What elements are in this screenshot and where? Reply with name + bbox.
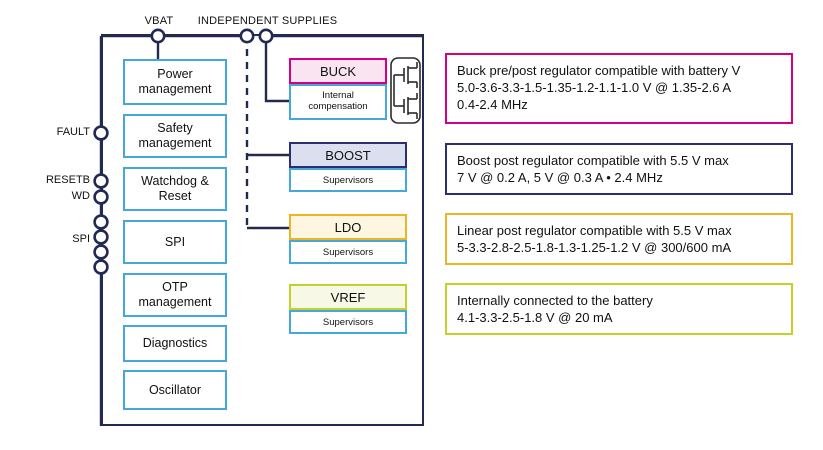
callout-buck: Buck pre/post regulator compatible with …	[445, 53, 793, 124]
regulator-vref-sub[interactable]: Supervisors	[289, 310, 407, 334]
regulator-vref-title: VREF	[330, 289, 366, 305]
block-power-management-line2: management	[138, 82, 212, 96]
callout-buck-line1: Buck pre/post regulator compatible with …	[457, 63, 741, 78]
regulator-buck-sub-line2: compensation	[308, 101, 368, 112]
block-oscillator-label: Oscillator	[148, 382, 202, 397]
regulator-buck-header[interactable]: BUCK	[289, 58, 387, 84]
callout-boost-line2: 7 V @ 0.2 A, 5 V @ 0.3 A • 2.4 MHz	[457, 170, 663, 186]
pin-label-spi: SPI	[72, 233, 90, 245]
regulator-ldo-sub[interactable]: Supervisors	[289, 240, 407, 264]
regulator-boost-sub[interactable]: Supervisors	[289, 168, 407, 192]
regulator-ldo-title: LDO	[334, 219, 362, 235]
block-power-management-line1: Power	[157, 67, 193, 82]
regulator-ldo-header[interactable]: LDO	[289, 214, 407, 240]
callout-buck-line3: 0.4-2.4 MHz	[457, 97, 528, 113]
block-diagnostics[interactable]: Diagnostics	[123, 325, 227, 362]
block-otp-management-line2: management	[138, 295, 212, 309]
callout-ldo: Linear post regulator compatible with 5.…	[445, 213, 793, 265]
block-watchdog-reset[interactable]: Watchdog & Reset	[123, 167, 227, 211]
callout-boost: Boost post regulator compatible with 5.5…	[445, 143, 793, 195]
regulator-buck-title: BUCK	[319, 63, 357, 79]
callout-buck-line2: 5.0-3.6-3.3-1.5-1.35-1.2-1.1-1.0 V @ 1.3…	[457, 80, 732, 96]
block-watchdog-reset-line2: Reset	[158, 189, 192, 203]
block-spi[interactable]: SPI	[123, 220, 227, 264]
block-safety-management-line1: Safety	[157, 121, 193, 136]
callout-ldo-line1: Linear post regulator compatible with 5.…	[457, 223, 732, 238]
block-safety-management-line2: management	[138, 136, 212, 150]
callout-vref-line2: 4.1-3.3-2.5-1.8 V @ 20 mA	[457, 310, 613, 326]
block-diagnostics-label: Diagnostics	[142, 336, 208, 351]
callout-vref-line1: Internally connected to the battery	[457, 293, 653, 308]
regulator-boost-header[interactable]: BOOST	[289, 142, 407, 168]
regulator-vref-header[interactable]: VREF	[289, 284, 407, 310]
callout-vref: Internally connected to the battery 4.1-…	[445, 283, 793, 335]
block-otp-management[interactable]: OTP management	[123, 273, 227, 317]
regulator-vref-sub-label: Supervisors	[322, 316, 374, 328]
top-label-vbat: VBAT	[144, 15, 174, 27]
callout-ldo-line2: 5-3.3-2.8-2.5-1.8-1.3-1.25-1.2 V @ 300/6…	[457, 240, 732, 256]
block-spi-label: SPI	[164, 234, 186, 249]
regulator-boost-sub-label: Supervisors	[322, 174, 374, 186]
regulator-boost-title: BOOST	[325, 147, 371, 163]
block-power-management[interactable]: Power management	[123, 59, 227, 105]
block-otp-management-line1: OTP	[162, 280, 188, 295]
callout-boost-line1: Boost post regulator compatible with 5.5…	[457, 153, 729, 168]
pin-label-fault: FAULT	[56, 126, 90, 138]
pin-label-wd: WD	[71, 190, 90, 202]
regulator-buck-sub-line1: Internal	[322, 90, 354, 102]
block-oscillator[interactable]: Oscillator	[123, 370, 227, 410]
block-safety-management[interactable]: Safety management	[123, 114, 227, 158]
regulator-ldo-sub-label: Supervisors	[322, 246, 374, 258]
regulator-buck-sub[interactable]: Internal compensation	[289, 84, 387, 120]
block-watchdog-reset-line1: Watchdog &	[141, 174, 209, 189]
pin-label-resetb: RESETB	[45, 174, 90, 186]
top-label-independent-supplies: INDEPENDENT SUPPLIES	[197, 15, 338, 27]
